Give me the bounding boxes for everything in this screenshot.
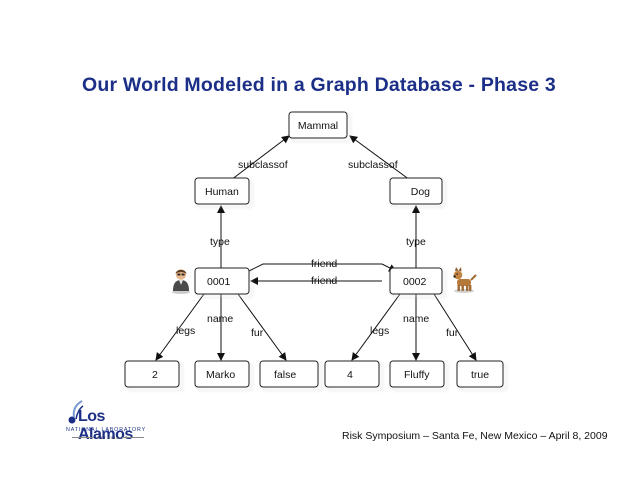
node-2: 2 [124, 360, 183, 391]
edge-label-type-right: type [406, 236, 426, 248]
edge-friend-top [248, 263, 397, 272]
edge-legs-left [155, 293, 205, 361]
los-alamos-logo: Los Alamos NATIONAL LABORATORY EST.1943 [64, 400, 154, 443]
node-mammal-label: Mammal [298, 120, 338, 132]
edge-label-subclassof-right: subclassof [348, 159, 398, 171]
node-true: true [456, 360, 507, 391]
edge-label-friend-top: friend [311, 258, 337, 270]
edge-subclassof-left [230, 135, 290, 181]
node-fluffy: Fluffy [389, 360, 448, 391]
logo-sub-text: NATIONAL LABORATORY [66, 427, 147, 433]
person-icon [172, 269, 190, 294]
node-0002: 0002 [389, 267, 446, 298]
node-true-label: true [471, 369, 489, 381]
node-false: false [259, 360, 322, 391]
edge-label-fur-right: fur [446, 327, 459, 339]
edge-subclassof-right [349, 135, 411, 181]
edge-label-fur-left: fur [251, 327, 264, 339]
edge-label-legs-left: legs [176, 325, 195, 337]
logo-est-text: EST.1943 [64, 435, 152, 440]
node-marko-label: Marko [206, 369, 235, 381]
edge-label-legs-right: legs [370, 325, 389, 337]
logo-mark-icon [68, 400, 84, 424]
node-dog: Dog [389, 177, 446, 208]
node-0001-label: 0001 [207, 276, 231, 288]
edge-label-friend-bottom: friend [311, 275, 337, 287]
node-0002-label: 0002 [403, 276, 427, 288]
node-fluffy-label: Fluffy [404, 369, 430, 381]
slide-title: Our World Modeled in a Graph Database - … [82, 74, 556, 96]
dog-icon [453, 267, 477, 293]
edge-fur-left [237, 293, 287, 361]
edge-fur-right [433, 293, 477, 361]
edge-label-name-right: name [403, 313, 429, 325]
node-marko: Marko [194, 360, 253, 391]
node-human: Human [194, 177, 253, 208]
edge-legs-right [351, 293, 401, 361]
node-false-label: false [274, 369, 296, 381]
edge-label-name-left: name [207, 313, 233, 325]
node-dog-label: Dog [411, 186, 430, 198]
node-4: 4 [324, 360, 383, 391]
node-human-label: Human [205, 186, 239, 198]
node-2-label: 2 [152, 369, 158, 381]
node-4-label: 4 [347, 369, 353, 381]
edge-label-type-left: type [210, 236, 230, 248]
node-mammal: Mammal [288, 111, 351, 142]
footer-text: Risk Symposium – Santa Fe, New Mexico – … [342, 430, 608, 442]
edge-label-subclassof-left: subclassof [238, 159, 288, 171]
node-0001: 0001 [194, 267, 253, 298]
